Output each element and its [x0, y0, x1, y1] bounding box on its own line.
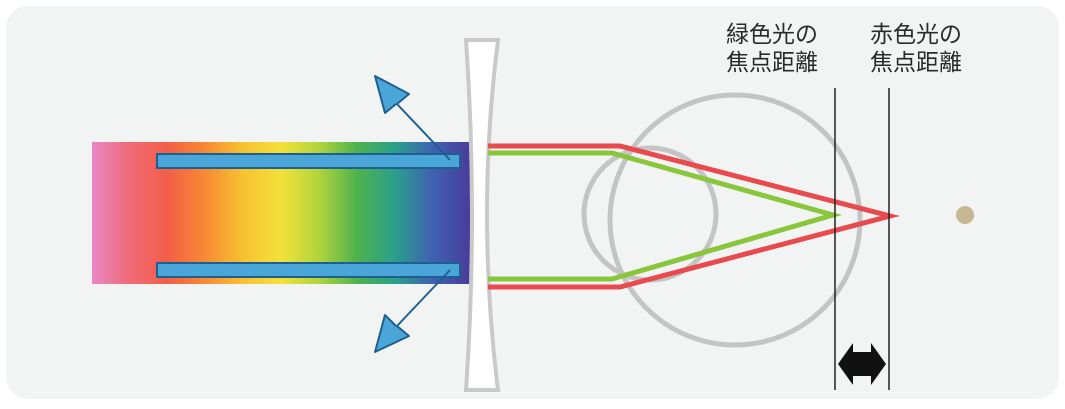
red-label-line1: 赤色光の [851, 21, 981, 49]
green-label-line2: 焦点距離 [707, 49, 837, 77]
green-focal-length-label: 緑色光の 焦点距離 [707, 21, 837, 77]
target-dot [956, 206, 974, 224]
green-label-line1: 緑色光の [707, 21, 837, 49]
red-label-line2: 焦点距離 [851, 49, 981, 77]
red-focal-length-label: 赤色光の 焦点距離 [851, 21, 981, 77]
